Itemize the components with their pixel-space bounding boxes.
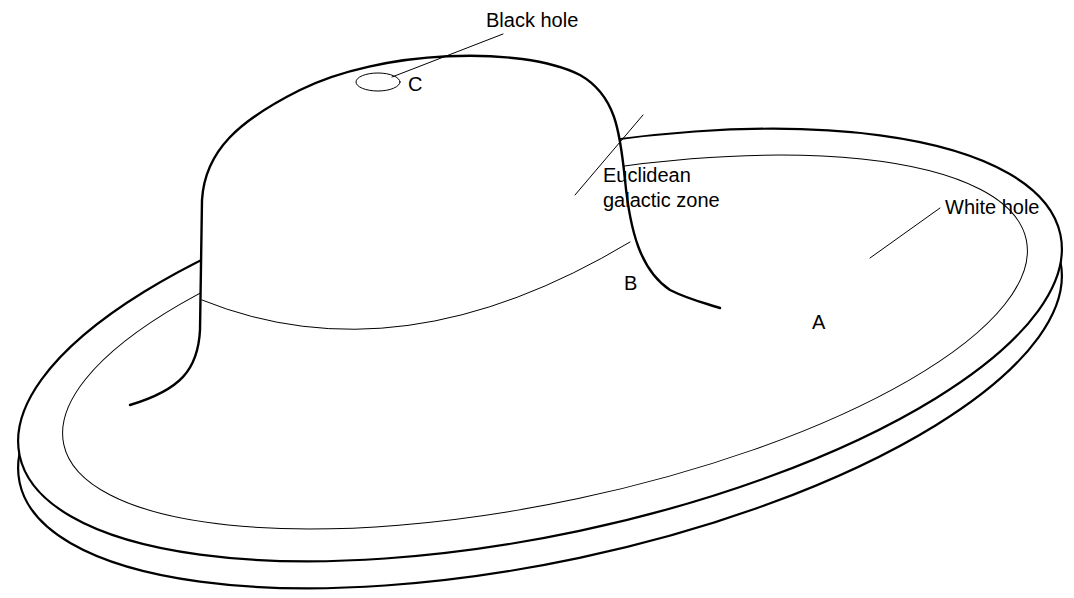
point-label: A — [812, 310, 825, 335]
black-hole-label: Black hole — [486, 8, 578, 33]
brim-rim — [0, 49, 1074, 598]
crown-outline — [130, 56, 720, 405]
black-hole-ellipse — [356, 73, 400, 91]
zone-label: Euclidean galactic zone — [603, 163, 738, 213]
leader-line — [870, 208, 940, 258]
crown-base-line — [202, 242, 630, 329]
crown-fill — [200, 56, 630, 332]
white-hole-label: White hole — [945, 195, 1040, 220]
leader-line — [392, 34, 503, 77]
point-label: B — [624, 271, 637, 296]
point-label: C — [408, 72, 422, 97]
